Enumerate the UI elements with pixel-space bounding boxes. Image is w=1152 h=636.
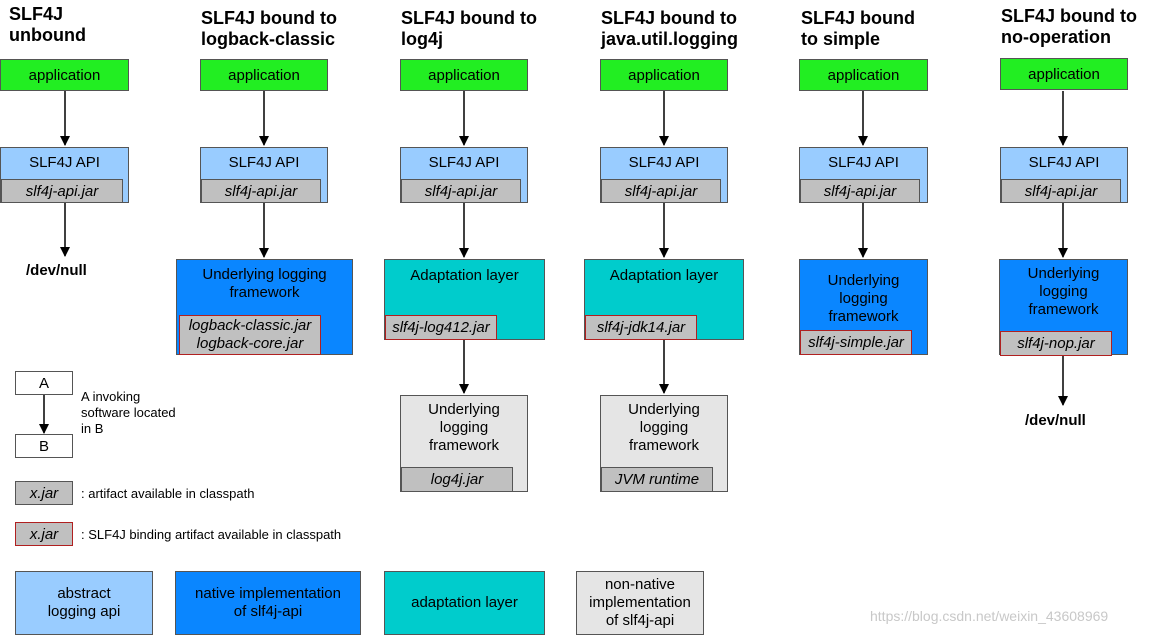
api-label: SLF4J API <box>628 154 700 171</box>
framework-label: Underlying logging framework <box>1027 265 1100 318</box>
api-jar: slf4j-api.jar <box>800 179 920 203</box>
framework-jar: slf4j-simple.jar <box>800 330 912 355</box>
devnull-label: /dev/null <box>26 262 87 279</box>
underlying-framework-box: Underlying logging framework JVM runtime <box>600 395 728 492</box>
underlying-jar: JVM runtime <box>601 467 713 492</box>
underlying-framework-box: Underlying logging framework logback-cla… <box>176 259 353 355</box>
adaptation-label: Adaptation layer <box>410 267 519 284</box>
api-jar: slf4j-api.jar <box>201 179 321 203</box>
legend-jar-text: : artifact available in classpath <box>81 486 255 501</box>
legend-binding-swatch: x.jar <box>15 522 73 546</box>
legend-non-native-swatch: non-native implementation of slf4j-api <box>576 571 704 635</box>
application-box: application <box>200 59 328 91</box>
api-jar: slf4j-api.jar <box>601 179 721 203</box>
api-label: SLF4J API <box>828 154 899 171</box>
column-title-simple: SLF4J bound to simple <box>801 8 915 49</box>
column-title-nop: SLF4J bound to no-operation <box>1001 6 1137 47</box>
legend-binding-text: : SLF4J binding artifact available in cl… <box>81 527 342 542</box>
column-title-unbound: SLF4J unbound <box>9 4 86 45</box>
api-jar: slf4j-api.jar <box>1 179 123 203</box>
slf4j-api-box: SLF4J API slf4j-api.jar <box>0 147 129 203</box>
application-box: application <box>0 59 129 91</box>
adaptation-layer-box: Adaptation layer slf4j-jdk14.jar <box>584 259 744 340</box>
api-jar: slf4j-api.jar <box>401 179 521 203</box>
legend-abstract-api-swatch: abstract logging api <box>15 571 153 635</box>
column-title-log4j: SLF4J bound to log4j <box>401 8 537 49</box>
adaptation-layer-box: Adaptation layer slf4j-log412.jar <box>384 259 545 340</box>
slf4j-api-box: SLF4J API slf4j-api.jar <box>600 147 728 203</box>
framework-jars: logback-classic.jar logback-core.jar <box>179 315 321 355</box>
slf4j-api-box: SLF4J API slf4j-api.jar <box>799 147 928 203</box>
underlying-framework-box: Underlying logging framework slf4j-nop.j… <box>999 259 1128 356</box>
legend-box-b: B <box>15 434 73 458</box>
legend-native-impl-swatch: native implementation of slf4j-api <box>175 571 361 635</box>
api-label: SLF4J API <box>29 154 100 171</box>
underlying-jar: log4j.jar <box>401 467 513 492</box>
column-title-logback: SLF4J bound to logback-classic <box>201 8 337 49</box>
legend-invoke-text: A invoking software located in B <box>81 389 176 436</box>
application-box: application <box>1000 58 1128 90</box>
adaptation-jar: slf4j-jdk14.jar <box>585 315 697 340</box>
underlying-framework-box: Underlying logging framework log4j.jar <box>400 395 528 492</box>
column-title-jul: SLF4J bound to java.util.logging <box>601 8 739 49</box>
slf4j-api-box: SLF4J API slf4j-api.jar <box>200 147 328 203</box>
api-label: SLF4J API <box>1028 154 1100 171</box>
framework-label: Underlying logging framework <box>827 272 900 325</box>
slf4j-api-box: SLF4J API slf4j-api.jar <box>400 147 528 203</box>
api-jar: slf4j-api.jar <box>1001 179 1121 203</box>
framework-label: Underlying logging framework <box>202 266 327 301</box>
legend-box-a: A <box>15 371 73 395</box>
underlying-framework-box: Underlying logging framework slf4j-simpl… <box>799 259 928 355</box>
watermark: https://blog.csdn.net/weixin_43608969 <box>870 608 1109 624</box>
api-label: SLF4J API <box>228 154 300 171</box>
jar-logback-core: logback-core.jar <box>196 335 304 352</box>
underlying-label: Underlying logging framework <box>628 401 700 454</box>
legend-adaptation-swatch: adaptation layer <box>384 571 545 635</box>
devnull-label: /dev/null <box>1025 412 1086 429</box>
adaptation-jar: slf4j-log412.jar <box>385 315 497 340</box>
application-box: application <box>600 59 728 91</box>
adaptation-label: Adaptation layer <box>609 267 719 284</box>
application-box: application <box>400 59 528 91</box>
underlying-label: Underlying logging framework <box>428 401 500 454</box>
application-box: application <box>799 59 928 91</box>
legend-jar-swatch: x.jar <box>15 481 73 505</box>
api-label: SLF4J API <box>428 154 500 171</box>
jar-logback-classic: logback-classic.jar <box>188 317 312 334</box>
slf4j-api-box: SLF4J API slf4j-api.jar <box>1000 147 1128 203</box>
framework-jar: slf4j-nop.jar <box>1000 331 1112 356</box>
